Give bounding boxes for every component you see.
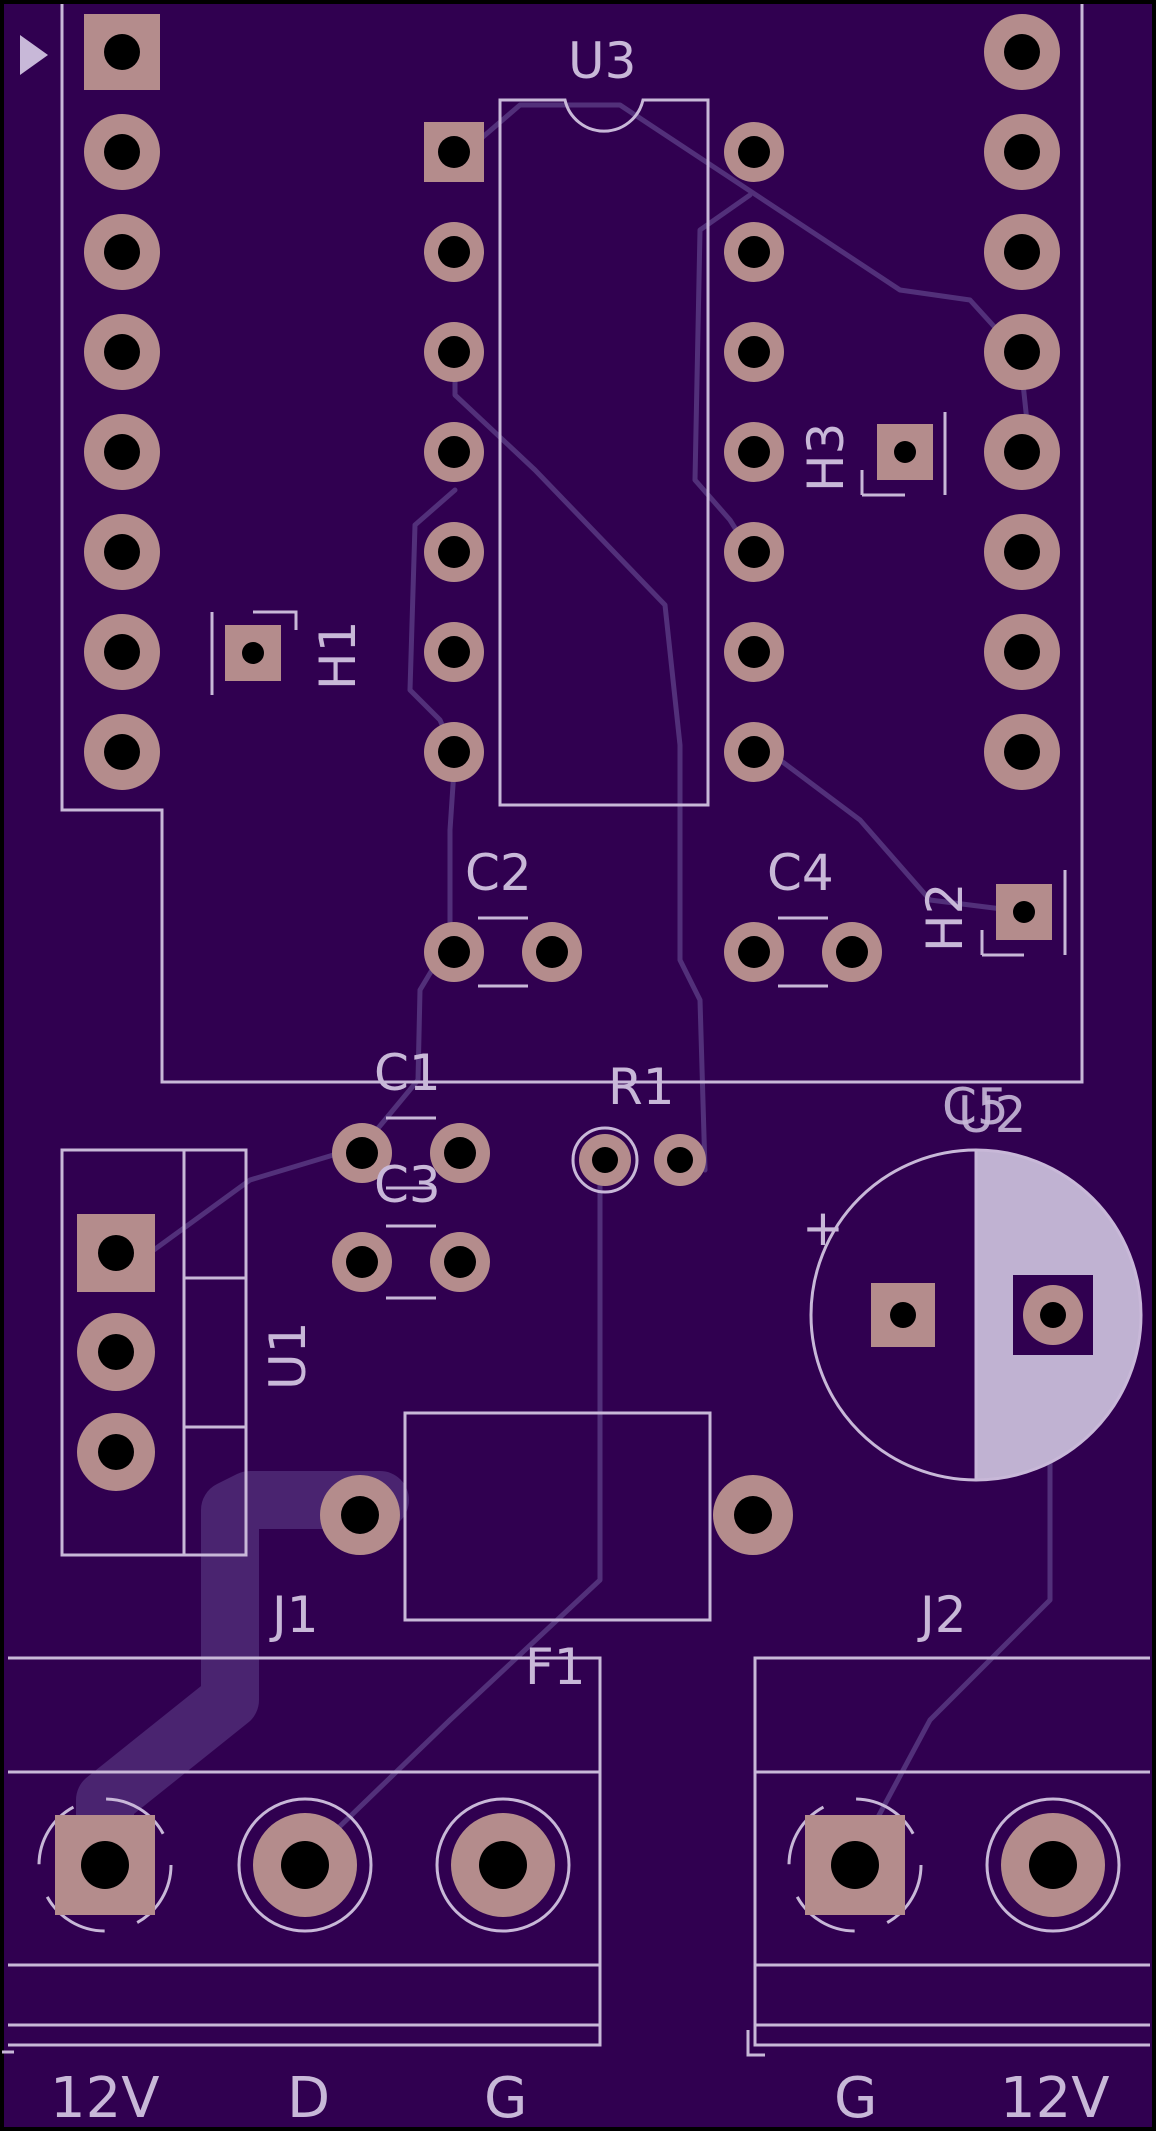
j2-label: J2: [917, 1586, 967, 1644]
c1-footprint: [332, 1116, 490, 1190]
j1-pin-label: 12V: [50, 2066, 160, 2131]
c3-label: C3: [374, 1156, 441, 1214]
j1-footprint: [8, 1656, 602, 2047]
u2-left-header: [84, 14, 160, 790]
h3-footprint: [860, 412, 947, 497]
c4-footprint: [724, 916, 882, 988]
pin1-marker: [20, 35, 48, 75]
u1-footprint: [60, 1148, 248, 1557]
c3-footprint: [332, 1224, 490, 1300]
h3-label: H3: [797, 423, 855, 492]
c2-footprint: [424, 916, 582, 988]
c5-label: C5: [942, 1078, 1009, 1136]
u2-label: U2: [958, 1086, 1026, 1144]
c5-plus: +: [802, 1199, 844, 1257]
c1-label: C1: [374, 1044, 441, 1102]
r1-label: R1: [608, 1058, 675, 1116]
u2-outline: [60, 4, 1084, 1084]
f1-label: F1: [525, 1638, 586, 1696]
h2-label: H2: [916, 883, 974, 952]
u3-footprint: [424, 98, 784, 807]
j2-pin-label: 12V: [1000, 2066, 1110, 2131]
u1-label: U1: [259, 1322, 317, 1390]
j1-pin-label: G: [484, 2066, 527, 2131]
u2-right-header: [984, 14, 1060, 790]
h1-footprint: [210, 610, 298, 695]
power-trace: [76, 1471, 409, 1889]
c2-label: C2: [465, 844, 532, 902]
f1-footprint: [320, 1411, 793, 1622]
c4-label: C4: [767, 844, 834, 902]
j1-label: J1: [269, 1586, 319, 1644]
j2-footprint: [753, 1656, 1150, 2047]
u3-label: U3: [568, 32, 636, 90]
h1-label: H1: [309, 621, 367, 690]
c5-footprint: [809, 1148, 1143, 1482]
h2-footprint: [980, 870, 1067, 957]
r1-footprint: [571, 1126, 706, 1194]
j2-pin-label: G: [834, 2066, 877, 2131]
board-corner-mark: [746, 2030, 765, 2057]
j1-pin-label: D: [287, 2066, 330, 2131]
